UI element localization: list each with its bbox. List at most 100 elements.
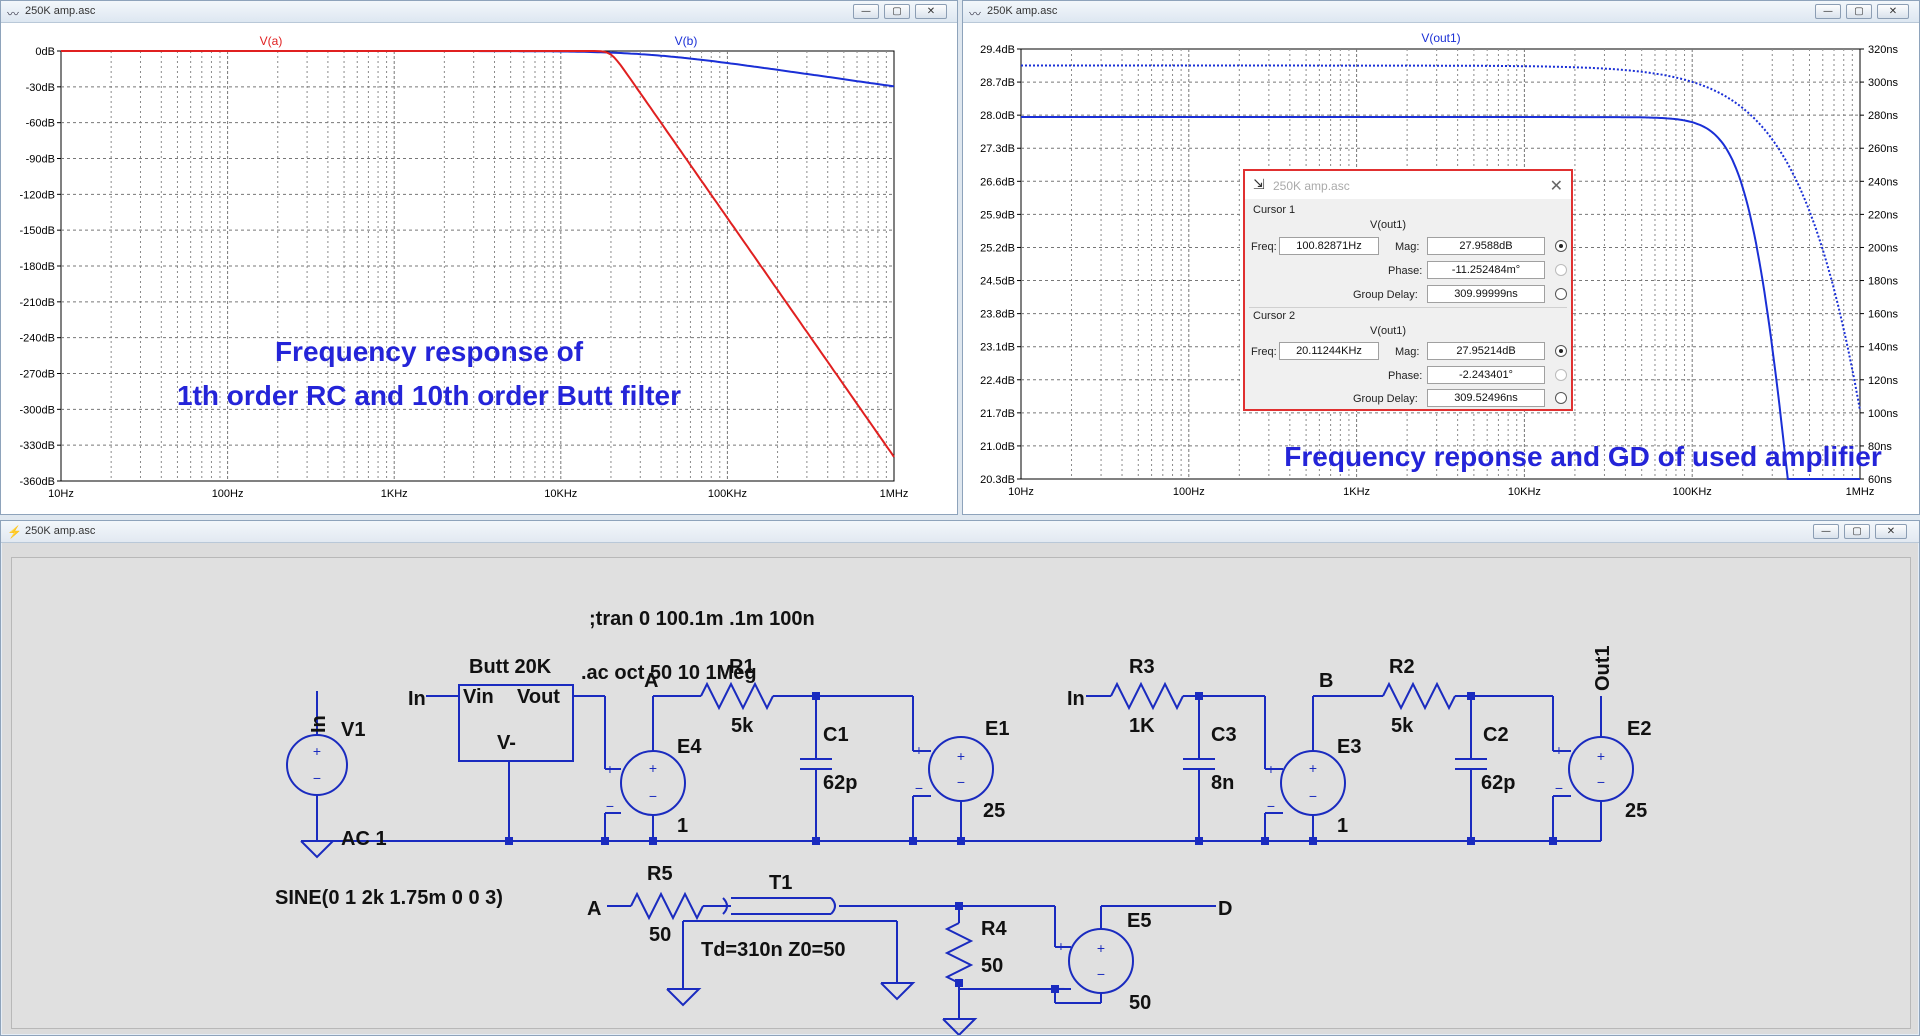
r2-resistor-symbol[interactable] xyxy=(1382,681,1456,711)
maximize-button[interactable]: ▢ xyxy=(1844,524,1870,539)
plot-window-left[interactable]: 〰 250K amp.asc — ▢ ✕ 0dB-30dB-60dB-90dB-… xyxy=(0,0,958,515)
ac-directive[interactable]: .ac oct 50 10 1Meg xyxy=(581,662,757,684)
cursor1-gd-label: Group Delay: xyxy=(1353,289,1418,301)
maximize-button[interactable]: ▢ xyxy=(1846,4,1872,19)
close-button[interactable]: ✕ xyxy=(1875,524,1907,539)
cursor2-freq-field[interactable]: 20.11244KHz xyxy=(1279,342,1379,360)
right-y2-tick-label: 260ns xyxy=(1868,143,1898,155)
cursor2-mag-label: Mag: xyxy=(1395,346,1420,358)
butt-vout: Vout xyxy=(517,686,560,708)
close-button[interactable]: ✕ xyxy=(1877,4,1909,19)
trace-label-va[interactable]: V(a) xyxy=(260,34,283,48)
net-label-b[interactable]: B xyxy=(1319,670,1333,692)
e5-source-symbol[interactable] xyxy=(1068,928,1134,994)
cursor2-mag-radio[interactable] xyxy=(1555,345,1567,357)
dialog-titlebar[interactable]: ⇲ 250K amp.asc ✕ xyxy=(1245,171,1571,199)
right-y2-tick-label: 160ns xyxy=(1868,309,1898,321)
right-y2-tick-label: 60ns xyxy=(1868,474,1892,486)
e4-value: 1 xyxy=(677,815,688,837)
minimize-button[interactable]: — xyxy=(853,4,879,19)
maximize-button[interactable]: ▢ xyxy=(884,4,910,19)
cursor2-phase-field[interactable]: -2.243401° xyxy=(1427,366,1545,384)
left-plot-area[interactable]: 0dB-30dB-60dB-90dB-120dB-150dB-180dB-210… xyxy=(1,23,957,514)
cursor2-mag-field[interactable]: 27.95214dB xyxy=(1427,342,1545,360)
close-button[interactable]: ✕ xyxy=(915,4,947,19)
net-label-d[interactable]: D xyxy=(1218,898,1232,920)
right-y-tick-label: 28.7dB xyxy=(980,77,1015,89)
trace-label-vout1[interactable]: V(out1) xyxy=(1421,31,1460,45)
cursor1-gd-radio[interactable] xyxy=(1555,288,1567,300)
right-y-tick-label: 20.3dB xyxy=(980,474,1015,486)
schematic-icon: ⚡ xyxy=(7,525,22,539)
annotation-line1: Frequency response of xyxy=(275,336,584,367)
e2-source-symbol[interactable] xyxy=(1568,736,1634,802)
cursor-dialog[interactable]: ⇲ 250K amp.asc ✕ Cursor 1 V(out1) Freq: … xyxy=(1243,169,1573,411)
titlebar[interactable]: 〰 250K amp.asc — ▢ ✕ xyxy=(1,1,957,23)
trace-magnitude-line xyxy=(1021,116,1860,480)
right-y-tick-label: 25.2dB xyxy=(980,242,1015,254)
plus-sign: + xyxy=(1057,938,1065,954)
tran-directive[interactable]: ;tran 0 100.1m .1m 100n xyxy=(589,608,815,630)
cursor2-gd-radio[interactable] xyxy=(1555,392,1567,404)
schematic-window[interactable]: ⚡ 250K amp.asc — ▢ ✕ xyxy=(0,520,1920,1036)
v1-ac: AC 1 xyxy=(341,828,387,850)
cursor1-phase-radio[interactable] xyxy=(1555,264,1567,276)
r5-resistor-symbol[interactable] xyxy=(630,891,704,921)
r4-name: R4 xyxy=(981,918,1007,940)
trace-label-vb[interactable]: V(b) xyxy=(675,34,698,48)
cursor1-freq-field[interactable]: 100.82871Hz xyxy=(1279,237,1379,255)
butt-filter-block[interactable] xyxy=(458,684,574,762)
right-y2-tick-label: 140ns xyxy=(1868,342,1898,354)
dialog-title: 250K amp.asc xyxy=(1273,179,1350,193)
t1-transmission-line-symbol[interactable] xyxy=(722,897,836,915)
e1-source-symbol[interactable] xyxy=(928,736,994,802)
right-y-tick-label: 21.0dB xyxy=(980,441,1015,453)
cursor1-gd-field[interactable]: 309.99999ns xyxy=(1427,285,1545,303)
c3-name: C3 xyxy=(1211,724,1237,746)
r4-resistor-symbol[interactable] xyxy=(944,922,974,984)
left-y-tick-label: -30dB xyxy=(26,82,55,94)
r2-value: 5k xyxy=(1391,715,1414,737)
annotation-line2: 1th order RC and 10th order Butt filter xyxy=(177,380,681,411)
cursor1-mag-field[interactable]: 27.9588dB xyxy=(1427,237,1545,255)
minimize-button[interactable]: — xyxy=(1813,524,1839,539)
cursor2-phase-radio[interactable] xyxy=(1555,369,1567,381)
e3-value: 1 xyxy=(1337,815,1348,837)
right-y2-tick-label: 100ns xyxy=(1868,408,1898,420)
right-y2-tick-label: 240ns xyxy=(1868,176,1898,188)
net-label-out1[interactable]: Out1 xyxy=(1592,645,1614,691)
net-label-a2[interactable]: A xyxy=(587,898,601,920)
cursor2-gd-field[interactable]: 309.52496ns xyxy=(1427,389,1545,407)
net-label-a[interactable]: A xyxy=(644,670,658,692)
left-y-tick-label: -180dB xyxy=(20,261,55,273)
left-y-tick-label: -240dB xyxy=(20,333,55,345)
right-x-tick-label: 1KHz xyxy=(1343,486,1370,498)
cursor2-signal: V(out1) xyxy=(1370,325,1407,337)
v1-sine: SINE(0 1 2k 1.75m 0 0 3) xyxy=(275,887,503,909)
net-label-in-source[interactable]: In xyxy=(308,715,330,733)
titlebar[interactable]: 〰 250K amp.asc — ▢ ✕ xyxy=(963,1,1919,23)
left-y-tick-label: -120dB xyxy=(20,189,55,201)
left-y-tick-label: -330dB xyxy=(20,440,55,452)
ground-symbol xyxy=(300,840,336,859)
minus-sign: − xyxy=(1057,980,1065,996)
left-x-tick-label: 1KHz xyxy=(381,488,408,500)
left-x-tick-label: 100KHz xyxy=(708,488,747,500)
minimize-button[interactable]: — xyxy=(1815,4,1841,19)
e1-name: E1 xyxy=(985,718,1009,740)
schematic-drawing[interactable]: ;tran 0 100.1m .1m 100n .ac oct 50 10 1M… xyxy=(1,521,1919,1035)
right-y2-tick-label: 120ns xyxy=(1868,375,1898,387)
net-label-in[interactable]: In xyxy=(408,688,426,710)
net-label-in-r3[interactable]: In xyxy=(1067,688,1085,710)
cursor1-mag-radio[interactable] xyxy=(1555,240,1567,252)
dialog-close-icon[interactable]: ✕ xyxy=(1549,178,1563,195)
cursor1-phase-field[interactable]: -11.252484m° xyxy=(1427,261,1545,279)
r2-name: R2 xyxy=(1389,656,1415,678)
left-y-tick-label: -210dB xyxy=(20,297,55,309)
r1-name: R1 xyxy=(729,656,755,678)
right-y-tick-label: 21.7dB xyxy=(980,408,1015,420)
titlebar[interactable]: ⚡ 250K amp.asc — ▢ ✕ xyxy=(1,521,1919,543)
r1-resistor-symbol[interactable] xyxy=(700,681,774,711)
r3-resistor-symbol[interactable] xyxy=(1110,681,1184,711)
